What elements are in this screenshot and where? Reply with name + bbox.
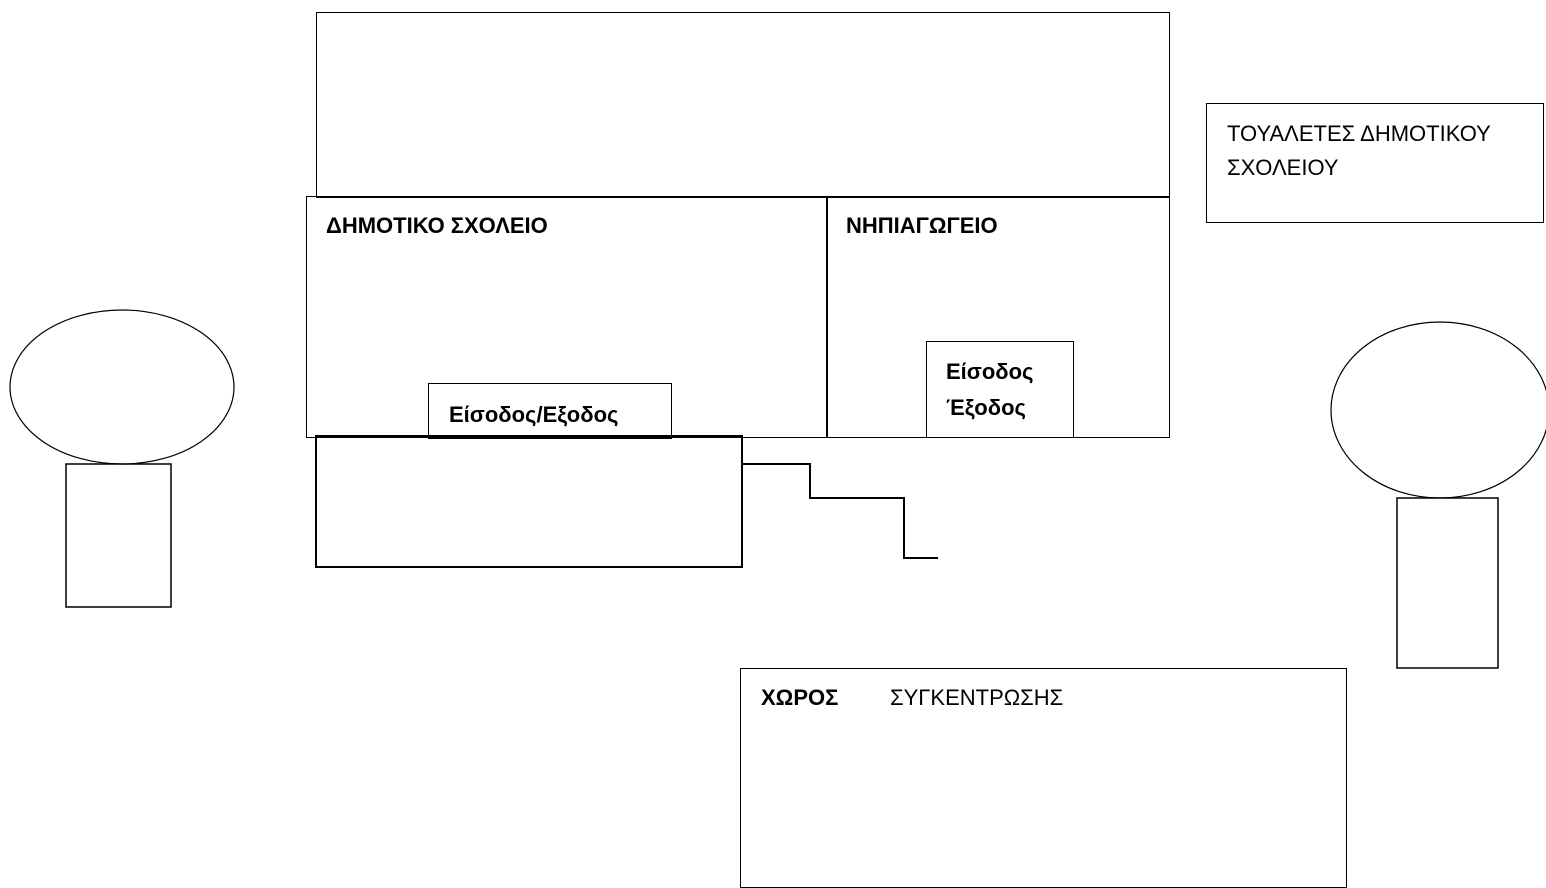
kindergarten-label: ΝΗΠΙΑΓΩΓΕΙΟ (846, 213, 998, 238)
tree-left-crown (9, 309, 235, 465)
tree-left-icon (9, 309, 235, 608)
primary-school-building (306, 196, 828, 438)
primary-school-label: ΔΗΜΟΤΙΚΟ ΣΧΟΛΕΙΟ (326, 213, 548, 238)
stairs-icon (742, 463, 938, 559)
assembly-label-rest: ΣΥΓΚΕΝΤΡΩΣΗΣ (890, 685, 1064, 710)
primary-entrance-box (428, 383, 672, 439)
kindergarten-entrance-box (926, 341, 1074, 438)
tree-left-trunk (65, 463, 172, 608)
toilets-label-line2: ΣΧΟΛΕΙΟΥ (1227, 155, 1339, 180)
toilets-building (1206, 103, 1544, 223)
tree-right-trunk (1396, 497, 1499, 669)
diagram-shapes (9, 309, 1546, 669)
kindergarten-entrance-label-line1: Είσοδος (946, 359, 1034, 384)
assembly-label-bold: ΧΩΡΟΣ (761, 685, 839, 710)
upper-building (316, 12, 1170, 198)
primary-entrance-label: Είσοδος/Εξοδος (449, 402, 619, 427)
tree-right-crown (1330, 321, 1546, 499)
kindergarten-entrance-label-line2: Έξοδος (946, 395, 1026, 420)
entrance-platform (315, 435, 743, 568)
toilets-label-line1: ΤΟΥΑΛΕΤΕΣ ΔΗΜΟΤΙΚΟΥ (1227, 121, 1491, 146)
tree-right-icon (1330, 321, 1546, 669)
